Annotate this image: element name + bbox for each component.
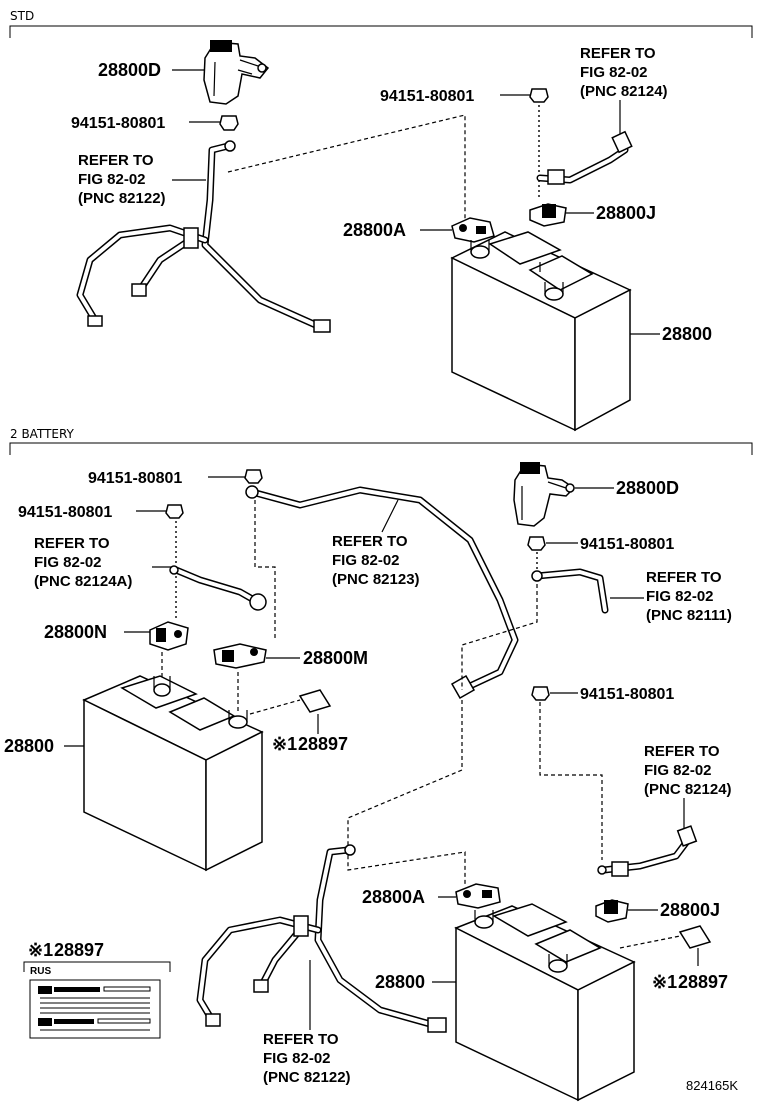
label-28800J-2b: 28800J bbox=[660, 900, 720, 920]
refer-82124A-line1: REFER TO bbox=[34, 535, 110, 552]
cable-82124A bbox=[169, 565, 267, 611]
label-28800N: 28800N bbox=[44, 622, 107, 642]
refer-82124-line1: REFER TO bbox=[644, 743, 720, 760]
refer-std-82122-line2: FIG 82-02 bbox=[78, 171, 146, 188]
nut-2b-right-2 bbox=[531, 686, 550, 701]
refer-82123-line3: (PNC 82123) bbox=[332, 571, 420, 588]
negative-cable-std bbox=[76, 140, 331, 333]
label-nut-std-left: 94151-80801 bbox=[71, 115, 165, 132]
refer-82124-line3: (PNC 82124) bbox=[644, 781, 732, 798]
legend-sticker-content bbox=[38, 986, 151, 1031]
cable-82111 bbox=[531, 568, 609, 614]
label-nut-2b-right-2: 94151-80801 bbox=[580, 686, 674, 703]
positive-cable-std bbox=[536, 130, 633, 185]
section-bracket-std bbox=[9, 25, 753, 38]
nut-2b-right-1 bbox=[527, 536, 546, 551]
label-nut-2b-top: 94151-80801 bbox=[88, 470, 182, 487]
label-battery-std: 28800 bbox=[662, 324, 712, 344]
refer-std-82124-line2: FIG 82-02 bbox=[580, 64, 648, 81]
section-two-battery: 2 BATTERY 94151-80801 REFER TO FIG 82-02… bbox=[4, 427, 753, 1102]
terminal-28800A-2b bbox=[455, 883, 501, 909]
terminal-28800M bbox=[213, 643, 267, 669]
battery-2b-left bbox=[82, 675, 264, 872]
section-title-two-battery: 2 BATTERY bbox=[10, 427, 75, 441]
battery-2b-right bbox=[454, 903, 636, 1102]
cable-82124 bbox=[597, 825, 698, 877]
battery-std bbox=[450, 231, 632, 432]
terminal-28800A-std bbox=[451, 217, 495, 243]
refer-82123-line1: REFER TO bbox=[332, 533, 408, 550]
cable-82122-2b bbox=[196, 844, 447, 1033]
legend-region: RUS bbox=[30, 966, 51, 977]
nut-2b-left bbox=[165, 504, 184, 519]
refer-std-82122-line3: (PNC 82122) bbox=[78, 190, 166, 207]
label-battery-2b-right: 28800 bbox=[375, 972, 425, 992]
label-28800A-std: 28800A bbox=[343, 220, 406, 240]
label-28897-right: 28897 bbox=[678, 972, 728, 992]
label-28800M: 28800M bbox=[303, 648, 368, 668]
clamp-28800D-2b bbox=[513, 462, 576, 527]
section-bracket-two-battery bbox=[9, 442, 753, 455]
mark-28897-right: ※1 bbox=[652, 972, 677, 992]
legend-mark: ※1 bbox=[28, 940, 53, 960]
refer-82124-line2: FIG 82-02 bbox=[644, 762, 712, 779]
refer-82111-line1: REFER TO bbox=[646, 569, 722, 586]
label-28800A-2b: 28800A bbox=[362, 887, 425, 907]
nut-std-left bbox=[219, 115, 239, 131]
label-sticker-left bbox=[298, 689, 332, 713]
refer-82122-2b-line1: REFER TO bbox=[263, 1031, 339, 1048]
label-28800D-std: 28800D bbox=[98, 60, 161, 80]
label-28800D-2b: 28800D bbox=[616, 478, 679, 498]
legend-code: 28897 bbox=[54, 940, 104, 960]
refer-82111-line2: FIG 82-02 bbox=[646, 588, 714, 605]
terminal-28800N bbox=[149, 621, 189, 651]
refer-82123-line2: FIG 82-02 bbox=[332, 552, 400, 569]
legend-sticker bbox=[29, 979, 161, 1039]
mark-28897-left: ※1 bbox=[272, 734, 297, 754]
illustration-number: 824165K bbox=[686, 1078, 738, 1093]
label-28897-left: 28897 bbox=[298, 734, 348, 754]
refer-std-82122-line1: REFER TO bbox=[78, 152, 154, 169]
clamp-28800D-std bbox=[203, 40, 270, 105]
label-nut-std-right: 94151-80801 bbox=[380, 88, 474, 105]
label-nut-2b-right-1: 94151-80801 bbox=[580, 536, 674, 553]
label-battery-2b-left: 28800 bbox=[4, 736, 54, 756]
section-std: STD 28800D 94151-80801 REFER TO FIG 82-0… bbox=[9, 9, 753, 432]
label-nut-2b-left: 94151-80801 bbox=[18, 504, 112, 521]
nut-2b-top bbox=[244, 469, 263, 484]
refer-82122-2b-line2: FIG 82-02 bbox=[263, 1050, 331, 1067]
refer-82124A-line3: (PNC 82124A) bbox=[34, 573, 132, 590]
refer-82124A-line2: FIG 82-02 bbox=[34, 554, 102, 571]
terminal-28800J-2b bbox=[595, 899, 629, 923]
terminal-28800J-std bbox=[529, 203, 567, 227]
section-title-std: STD bbox=[10, 9, 34, 23]
label-sticker-right bbox=[678, 925, 712, 949]
refer-82111-line3: (PNC 82111) bbox=[646, 607, 732, 624]
nut-std-right bbox=[529, 88, 549, 103]
legend-rus: ※1 28897 RUS bbox=[23, 940, 171, 1039]
refer-std-82124-line3: (PNC 82124) bbox=[580, 83, 668, 100]
label-28800J-std: 28800J bbox=[596, 203, 656, 223]
refer-82122-2b-line3: (PNC 82122) bbox=[263, 1069, 351, 1086]
cable-82123 bbox=[245, 485, 519, 700]
refer-std-82124-line1: REFER TO bbox=[580, 45, 656, 62]
